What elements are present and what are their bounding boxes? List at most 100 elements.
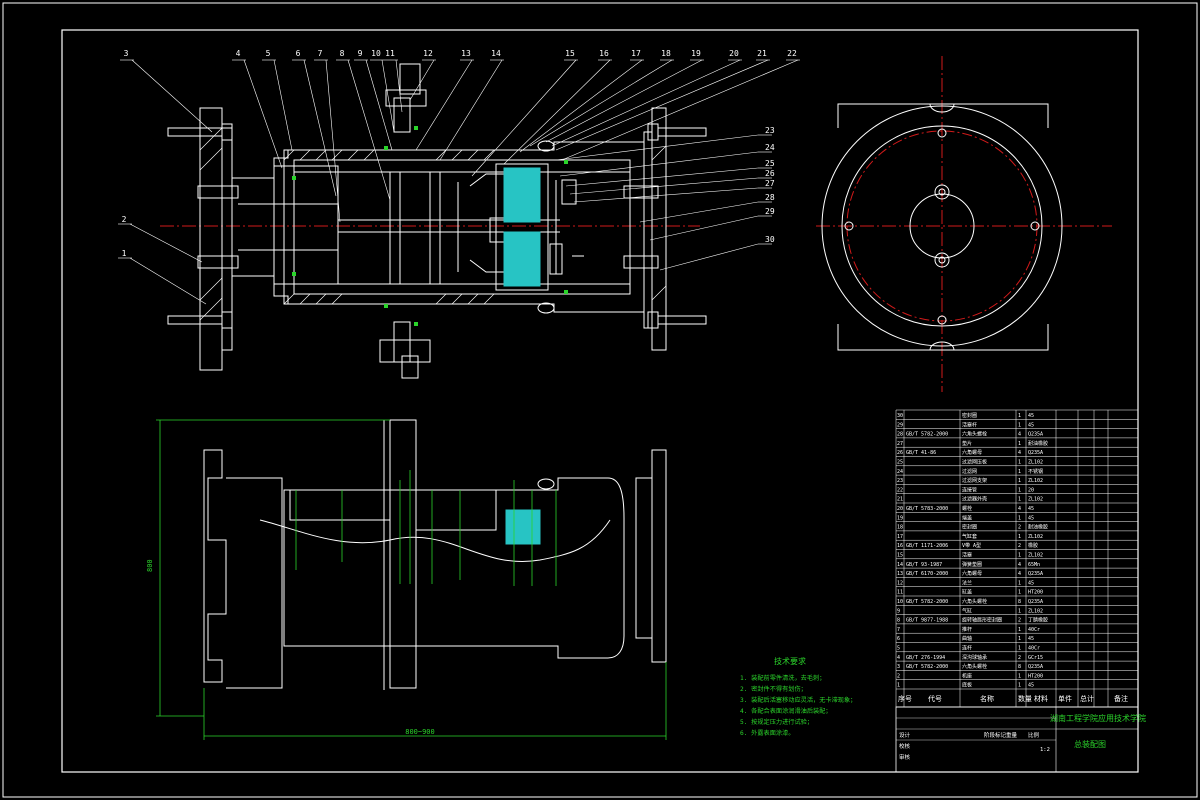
table-cell: GB/T 5782-2000 [906, 664, 948, 670]
table-cell: 24 [897, 469, 903, 475]
balloon-leader [545, 59, 703, 143]
lower-filter [505, 509, 541, 545]
lower-right-flange [651, 449, 667, 663]
table-cell: 26 [897, 450, 903, 456]
table-cell: 1 [1018, 646, 1021, 652]
table-cell: V带 A型 [962, 542, 981, 549]
table-cell: 4 [1018, 450, 1021, 456]
dimension-lines [156, 419, 667, 740]
table-cell: 耐油橡胶 [1028, 440, 1048, 447]
table-header: 单件 [1058, 694, 1072, 703]
table-cell: 1 [1018, 478, 1021, 484]
balloon-leader [639, 201, 759, 223]
balloon-label: 17 [631, 49, 641, 58]
table-cell: Q235A [1028, 432, 1043, 438]
drawing-scale: 1:2 [1040, 747, 1050, 753]
table-cell: Q235A [1028, 571, 1043, 577]
table-cell: 1 [1018, 580, 1021, 586]
title-label: 设计 [899, 731, 911, 739]
table-cell: 机座 [962, 672, 972, 679]
drawing-name: 总装配图 [1074, 739, 1106, 749]
table-cell: Q235A [1028, 450, 1043, 456]
balloon-label: 4 [236, 49, 241, 58]
balloon-leader [573, 187, 759, 203]
table-cell: 2 [1018, 525, 1021, 531]
balloon-leader [555, 134, 759, 161]
table-cell: 6 [897, 636, 900, 642]
table-cell: 30 [897, 413, 903, 419]
left-flange [199, 107, 233, 371]
table-header: 序号 [898, 694, 912, 703]
balloon-label: 10 [371, 49, 381, 58]
balloon-label: 9 [358, 49, 363, 58]
table-cell: 1 [1018, 590, 1021, 596]
balloon-label: 7 [318, 49, 323, 58]
table-cell: 1 [1018, 553, 1021, 559]
table-cell: GB/T 276-1994 [906, 655, 945, 661]
table-cell: 8 [1018, 664, 1021, 670]
table-cell: ZL102 [1028, 460, 1043, 466]
balloon-leader [365, 59, 393, 151]
table-cell: 1 [897, 683, 900, 689]
inner-boss [909, 193, 975, 259]
balloon-label: 28 [765, 193, 775, 202]
table-cell: 连杆 [962, 645, 972, 652]
balloon-label: 25 [765, 159, 775, 168]
table-cell: 9 [897, 608, 900, 614]
inner-frame [61, 29, 1139, 773]
table-cell: HT200 [1028, 590, 1043, 596]
table-cell: 气缸 [962, 607, 972, 614]
balloon-leader [347, 59, 391, 201]
balloon-leader [409, 59, 435, 101]
table-cell: 1 [1018, 487, 1021, 493]
lug-top [537, 140, 555, 152]
balloon-leader [519, 59, 643, 153]
table-cell: 1 [1018, 441, 1021, 447]
tech-note-item: 5. 按规定压力进行试验； [740, 718, 813, 726]
table-cell: 45 [1028, 636, 1034, 642]
table-header: 总计 [1080, 694, 1094, 703]
table-cell: 六角螺母 [962, 570, 982, 577]
table-cell: GB/T 1171-2006 [906, 543, 948, 549]
table-cell: 11 [897, 590, 903, 596]
balloon-leader [395, 59, 403, 113]
table-cell: 过滤网支架 [962, 477, 987, 484]
right-flange [651, 107, 667, 351]
table-cell: 21 [897, 497, 903, 503]
table-cell: 推杆 [962, 626, 972, 633]
table-cell: 8 [1018, 599, 1021, 605]
table-cell: 29 [897, 422, 903, 428]
table-cell: 22 [897, 487, 903, 493]
table-cell: 20 [897, 506, 903, 512]
balloon-leader [555, 59, 769, 151]
table-cell: 六角头螺栓 [962, 431, 987, 438]
table-cell: 19 [897, 515, 903, 521]
table-cell: 螺栓 [962, 505, 972, 512]
title-label: 阶段标记 [984, 731, 1007, 739]
balloon-leader [439, 59, 503, 161]
table-cell: 过滤器外壳 [962, 496, 987, 503]
left-bolts [167, 123, 239, 329]
table-cell: Q235A [1028, 664, 1043, 670]
table-cell: ZL102 [1028, 534, 1043, 540]
balloon-leader [129, 257, 207, 305]
table-header: 备注 [1114, 694, 1128, 703]
title-label: 校核 [899, 742, 911, 750]
pitch-circle [846, 130, 1038, 322]
table-cell: GB/T 5782-2000 [906, 432, 948, 438]
table-cell: 45 [1028, 506, 1034, 512]
table-cell: 45 [1028, 580, 1034, 586]
table-cell: 曲轴 [962, 635, 972, 642]
balloon-label: 22 [787, 49, 797, 58]
end-view [816, 56, 1112, 392]
table-cell: 法兰 [962, 579, 972, 586]
table-cell: 缸盖 [962, 589, 972, 596]
bolt-circle [841, 125, 1043, 327]
title-block: 湖南工程学院应用技术学院总装配图设计校核审核阶段标记重量比例1:2 [895, 706, 1146, 773]
tech-note-item: 6. 外露表面涂漆。 [740, 729, 795, 737]
table-cell: 1 [1018, 460, 1021, 466]
table-cell: 端盖 [962, 514, 972, 521]
